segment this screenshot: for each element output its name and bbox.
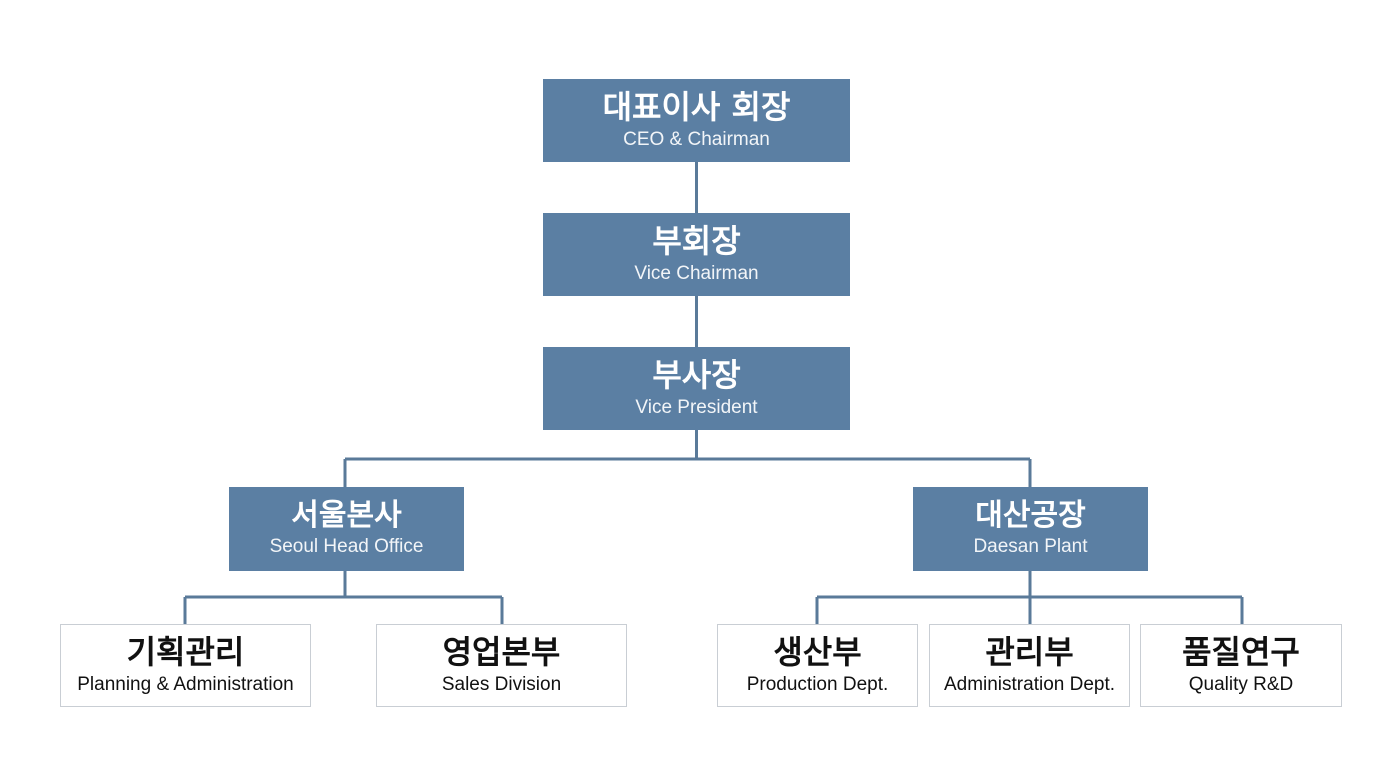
node-daesan-plant-title-ko: 대산공장 — [975, 498, 1086, 534]
node-vice-chairman: 부회장 Vice Chairman — [543, 213, 850, 296]
node-ceo: 대표이사 회장 CEO & Chairman — [543, 79, 850, 162]
node-ceo-title-en: CEO & Chairman — [623, 128, 770, 150]
node-sales-title-en: Sales Division — [441, 673, 562, 695]
node-sales-title-ko: 영업본부 — [442, 632, 561, 671]
node-vice-president: 부사장 Vice President — [543, 347, 850, 430]
node-planning-title-ko: 기획관리 — [126, 632, 245, 671]
node-ceo-title-ko: 대표이사 회장 — [602, 87, 791, 126]
node-vice-chairman-title-en: Vice Chairman — [634, 262, 759, 284]
node-vice-chairman-title-ko: 부회장 — [652, 221, 741, 260]
node-daesan-plant: 대산공장 Daesan Plant — [913, 487, 1148, 571]
node-administration-title-en: Administration Dept. — [943, 673, 1116, 695]
node-quality-title-en: Quality R&D — [1188, 673, 1294, 695]
node-production-title-en: Production Dept. — [746, 673, 889, 695]
node-production-title-ko: 생산부 — [773, 632, 862, 671]
node-quality-title-ko: 품질연구 — [1182, 632, 1300, 671]
node-vice-president-title-en: Vice President — [635, 396, 758, 418]
node-administration-title-ko: 관리부 — [985, 632, 1074, 671]
node-seoul-head-office-title-ko: 서울본사 — [291, 498, 402, 534]
node-production-dept: 생산부 Production Dept. — [717, 624, 918, 707]
node-vice-president-title-ko: 부사장 — [652, 355, 741, 394]
node-seoul-head-office-title-en: Seoul Head Office — [269, 536, 424, 558]
node-quality-rnd: 품질연구 Quality R&D — [1140, 624, 1342, 707]
node-seoul-head-office: 서울본사 Seoul Head Office — [229, 487, 464, 571]
node-planning-administration: 기획관리 Planning & Administration — [60, 624, 311, 707]
node-planning-title-en: Planning & Administration — [77, 673, 294, 695]
node-daesan-plant-title-en: Daesan Plant — [973, 536, 1088, 558]
node-sales-division: 영업본부 Sales Division — [376, 624, 627, 707]
node-administration-dept: 관리부 Administration Dept. — [929, 624, 1130, 707]
